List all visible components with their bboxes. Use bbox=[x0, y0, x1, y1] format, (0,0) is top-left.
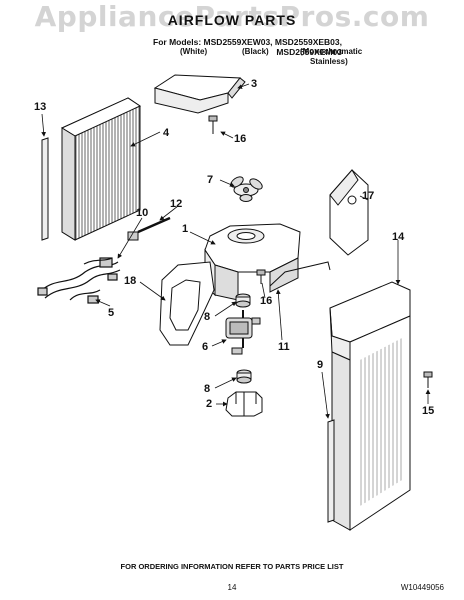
callout-7: 7 bbox=[207, 174, 213, 186]
models-line: For Models: MSD2559XEW03, MSD2559XEB03, … bbox=[153, 37, 342, 57]
variant-stainless: Stainless) bbox=[310, 57, 348, 66]
variant-black: (Black) bbox=[242, 47, 269, 56]
callout-13: 13 bbox=[34, 101, 46, 113]
callout-16-mid: 16 bbox=[260, 295, 272, 307]
part-1-fan-housing bbox=[204, 223, 301, 301]
part-11-wire-bracket bbox=[269, 261, 331, 287]
page-number: 14 bbox=[227, 583, 237, 592]
part-2-motor-bracket bbox=[225, 391, 263, 417]
callout-8-lower: 8 bbox=[204, 383, 210, 395]
callout-3: 3 bbox=[251, 78, 257, 90]
page-title: AIRFLOW PARTS bbox=[167, 12, 297, 28]
callout-16-top: 16 bbox=[234, 133, 246, 145]
callout-12: 12 bbox=[170, 198, 182, 210]
part-16-screw-mid bbox=[256, 269, 266, 284]
leader-lines bbox=[41, 83, 431, 419]
callout-9: 9 bbox=[317, 359, 323, 371]
part-13-strip bbox=[41, 137, 49, 241]
part-7-fan-blade bbox=[230, 176, 263, 202]
part-3-cover bbox=[153, 74, 246, 114]
ordering-info-footer: FOR ORDERING INFORMATION REFER TO PARTS … bbox=[120, 562, 344, 571]
document-part-code: W10449056 bbox=[400, 583, 444, 592]
callout-17: 17 bbox=[362, 190, 374, 202]
part-14-rear-panel bbox=[329, 281, 411, 531]
callout-14: 14 bbox=[392, 231, 405, 243]
callout-10: 10 bbox=[136, 207, 148, 219]
part-15-screw bbox=[423, 371, 433, 388]
callout-15: 15 bbox=[422, 405, 434, 417]
part-8-grommet-upper bbox=[235, 293, 251, 308]
part-9-strip bbox=[327, 419, 335, 523]
part-18-shroud bbox=[159, 261, 215, 346]
callout-6: 6 bbox=[202, 341, 208, 353]
part-6-fan-motor bbox=[225, 310, 261, 355]
callout-1: 1 bbox=[182, 223, 188, 235]
variant-white: (White) bbox=[180, 47, 208, 56]
callout-8-upper: 8 bbox=[204, 311, 210, 323]
part-10-wire-harness bbox=[37, 257, 121, 304]
callout-18: 18 bbox=[124, 275, 136, 287]
callout-11: 11 bbox=[278, 341, 290, 353]
callout-2: 2 bbox=[206, 398, 212, 410]
watermark-logo: AppliancePartsPros.com bbox=[34, 0, 430, 33]
variant-monochromatic: (Monochromatic bbox=[300, 47, 363, 56]
part-16-screw-top bbox=[208, 115, 218, 134]
part-12-heater bbox=[127, 216, 171, 241]
part-17-shroud bbox=[329, 169, 369, 256]
part-4-evaporator bbox=[60, 97, 142, 241]
callout-4: 4 bbox=[163, 127, 170, 139]
callout-5: 5 bbox=[108, 307, 114, 319]
part-8-grommet-lower bbox=[236, 369, 252, 384]
